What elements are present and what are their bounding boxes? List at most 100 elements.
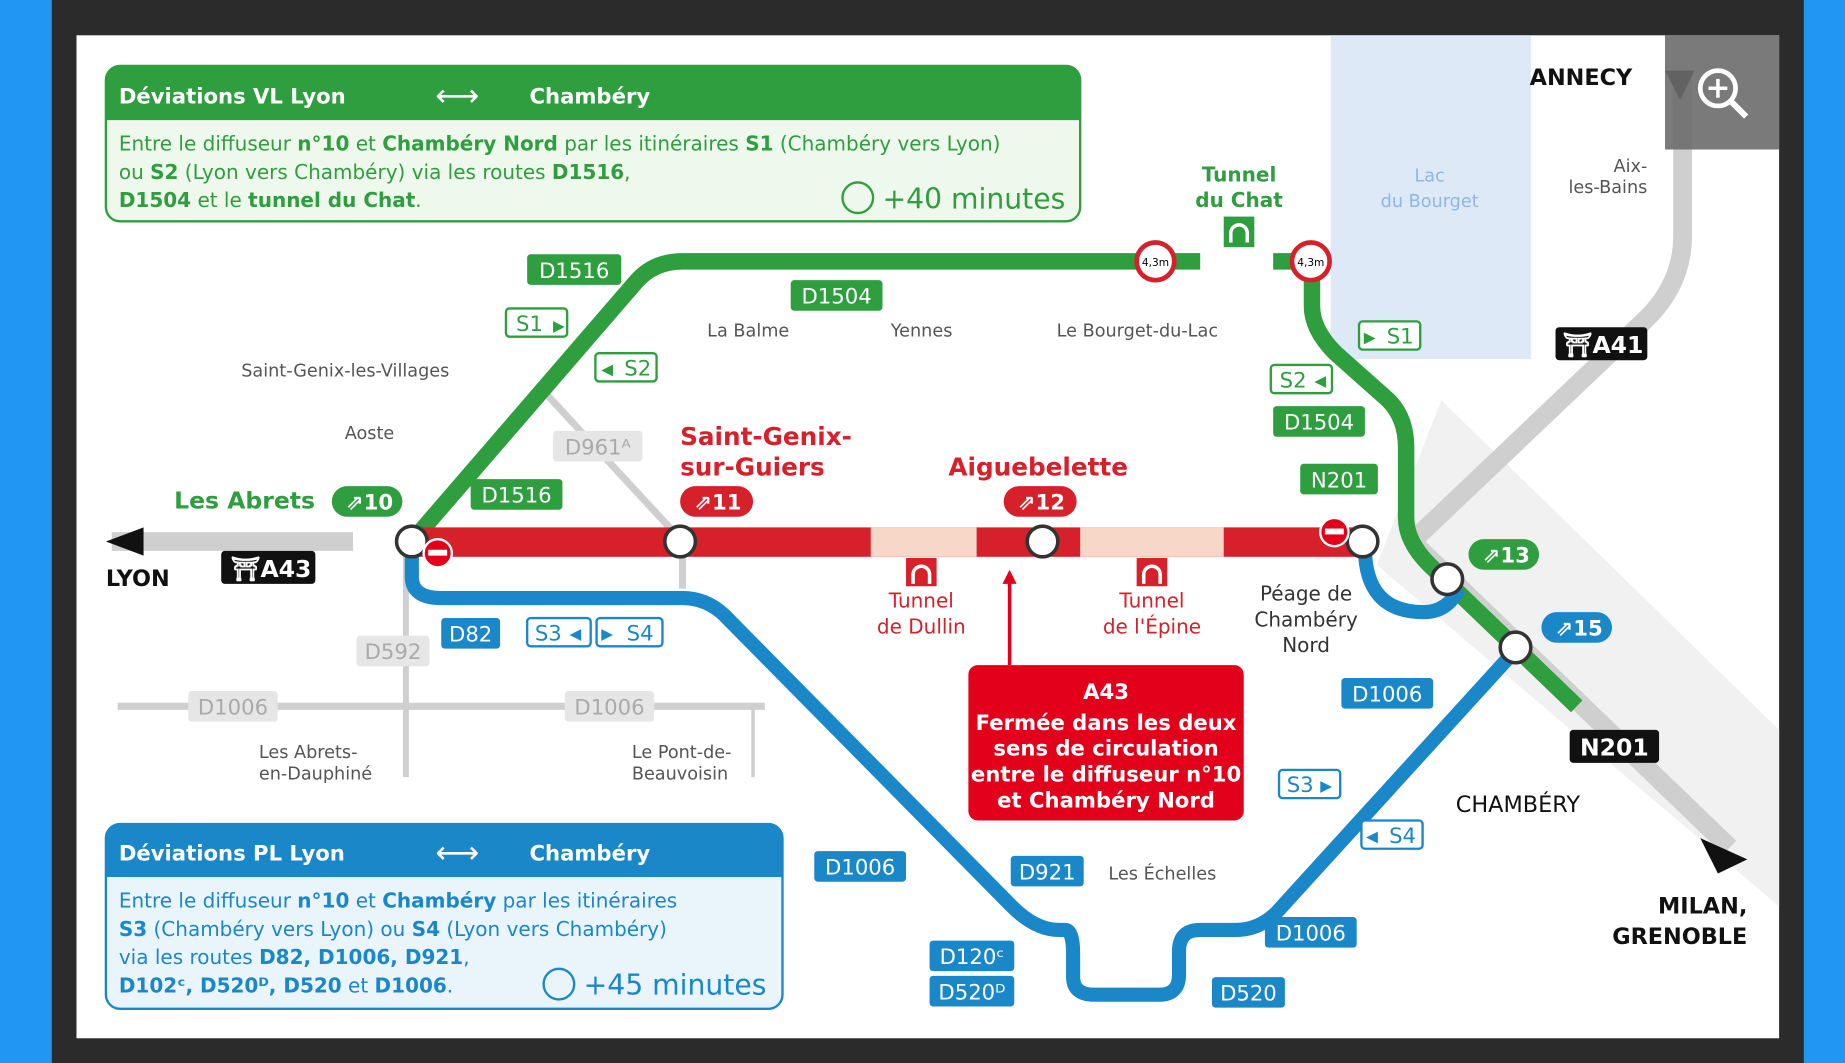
svg-text:▶: ▶ (1364, 329, 1376, 347)
bidirectional-arrow-icon: ⟷ (435, 79, 479, 114)
tunnel-dullin-segment (870, 527, 977, 557)
svg-text:GRENOBLE: GRENOBLE (1612, 924, 1747, 950)
height-limit-icon: 4,3m 4,3m (1134, 240, 1332, 283)
closure-notice: A43 Fermée dans les deux sens de circula… (968, 665, 1244, 821)
svg-text:via les routes D82, D1006, D92: via les routes D82, D1006, D921, (119, 945, 470, 969)
milan-direction-icon (1700, 838, 1748, 874)
peage-loop (1357, 547, 1466, 620)
blue-route-badges: D82 D1006 D1006 D921 D1006 D120ᶜ D520ᴰ D… (441, 616, 1434, 1008)
svg-text:et Chambéry Nord: et Chambéry Nord (997, 788, 1215, 813)
svg-text:D520: D520 (1220, 981, 1277, 1006)
delay-time: +40 minutes (882, 182, 1065, 215)
svg-text:S3: S3 (1287, 772, 1314, 797)
svg-text:de Dullin: de Dullin (877, 614, 966, 638)
svg-text:en-Dauphiné: en-Dauphiné (259, 764, 372, 784)
clock-icon (841, 181, 875, 215)
svg-text:◀: ◀ (1366, 828, 1378, 846)
svg-text:entre le diffuseur n°10: entre le diffuseur n°10 (971, 762, 1241, 787)
svg-text:Le Pont-de-: Le Pont-de- (632, 743, 732, 763)
svg-text:Saint-Genix-les-Villages: Saint-Genix-les-Villages (241, 362, 449, 382)
svg-text:D1504 et le tunnel du Chat.: D1504 et le tunnel du Chat. (119, 188, 422, 212)
arrow-icon (1002, 569, 1017, 584)
svg-text:D1006: D1006 (825, 855, 895, 880)
svg-text:D921: D921 (1019, 859, 1076, 884)
svg-text:◀: ◀ (1314, 372, 1326, 390)
svg-text:La Balme: La Balme (707, 322, 789, 342)
svg-text:Chambéry: Chambéry (529, 84, 650, 109)
svg-text:Tunnel: Tunnel (1202, 162, 1277, 186)
svg-text:de l'Épine: de l'Épine (1103, 614, 1201, 638)
svg-text:⛩A41: ⛩A41 (1563, 331, 1644, 359)
svg-text:D1006: D1006 (1352, 682, 1422, 707)
svg-text:N201: N201 (1311, 467, 1367, 492)
svg-text:S3 (Chambéry vers Lyon) ou S4: S3 (Chambéry vers Lyon) ou S4 (Lyon vers… (119, 917, 667, 941)
svg-text:Les Échelles: Les Échelles (1108, 862, 1216, 884)
lake-label: Lac (1414, 166, 1444, 186)
svg-text:A43: A43 (1083, 679, 1129, 704)
svg-text:S1: S1 (1387, 324, 1414, 349)
svg-text:4,3m: 4,3m (1297, 257, 1324, 269)
exit-badges: ⇗10 ⇗11 ⇗12 ⇗13 ⇗15 (331, 486, 1613, 643)
svg-text:D82: D82 (449, 622, 492, 647)
blue-route (404, 553, 1524, 1002)
svg-text:Les Abrets-: Les Abrets- (259, 743, 358, 763)
svg-text:Le Bourget-du-Lac: Le Bourget-du-Lac (1057, 322, 1218, 342)
svg-text:D520ᴰ: D520ᴰ (938, 979, 1005, 1004)
tunnel-du-chat-segment (1200, 250, 1274, 272)
svg-text:D1006: D1006 (1276, 921, 1346, 946)
svg-text:Péage de: Péage de (1260, 581, 1352, 605)
zoom-in-button[interactable] (1664, 35, 1780, 150)
svg-text:D1516: D1516 (481, 483, 551, 508)
svg-text:Entre le diffuseur n°10 et Cha: Entre le diffuseur n°10 et Chambéry Nord… (119, 132, 1001, 156)
svg-text:D1006: D1006 (574, 695, 644, 720)
corridor-shade (1376, 400, 1780, 907)
svg-text:⇗15: ⇗15 (1556, 616, 1603, 641)
bidirectional-arrow-icon: ⟷ (435, 836, 479, 871)
zoom-in-icon (1697, 68, 1738, 109)
svg-text:Chambéry: Chambéry (529, 841, 650, 866)
svg-text:S4: S4 (1389, 823, 1416, 848)
svg-text:ou S2 (Lyon vers Chambéry) via: ou S2 (Lyon vers Chambéry) via les route… (119, 160, 631, 184)
svg-text:D592: D592 (365, 639, 422, 664)
svg-text:du Chat: du Chat (1195, 188, 1283, 212)
svg-text:D1504: D1504 (1284, 410, 1354, 435)
svg-text:MILAN,: MILAN, (1658, 893, 1747, 919)
svg-text:D961ᴬ: D961ᴬ (565, 434, 632, 459)
place-labels: LYON ANNECY Aix- les-Bains MILAN, GRENOB… (106, 65, 1747, 950)
svg-text:Tunnel: Tunnel (888, 588, 954, 612)
svg-text:les-Bains: les-Bains (1568, 178, 1647, 198)
svg-text:N201: N201 (1580, 734, 1649, 762)
svg-text:Fermée dans les deux: Fermée dans les deux (976, 710, 1237, 735)
svg-text:⇗13: ⇗13 (1483, 543, 1530, 568)
svg-text:▶: ▶ (1320, 777, 1332, 795)
tunnel-icon (906, 216, 1255, 587)
secondary-road-badges: D961ᴬ D592 D1006 D1006 (188, 430, 655, 722)
svg-text:◀: ◀ (570, 625, 582, 643)
svg-text:CHAMBÉRY: CHAMBÉRY (1456, 790, 1581, 818)
svg-text:S4: S4 (627, 620, 654, 645)
interchange-icons (394, 524, 1533, 665)
svg-text:Les Abrets: Les Abrets (174, 487, 315, 515)
svg-text:Nord: Nord (1282, 633, 1330, 657)
svg-text:S1: S1 (516, 311, 543, 336)
svg-text:D102ᶜ, D520ᴰ, D520 et D1006.: D102ᶜ, D520ᴰ, D520 et D1006. (119, 973, 453, 997)
svg-text:Saint-Genix-: Saint-Genix- (680, 422, 852, 451)
svg-text:Entre le diffuseur n°10 et Cha: Entre le diffuseur n°10 et Chambéry par … (119, 889, 677, 913)
svg-text:▶: ▶ (553, 317, 565, 335)
motorway-badges: ⛩A43 ⛩A41 N201 (221, 327, 1660, 763)
svg-text:sur-Guiers: sur-Guiers (680, 453, 825, 482)
green-route-badges: D1516 D1516 D1504 D1504 N201 S1▶ S2◀ S1▶… (470, 254, 1422, 510)
svg-text:S2: S2 (624, 356, 651, 381)
panel-title: Déviations PL Lyon (119, 841, 345, 866)
svg-text:D1006: D1006 (198, 695, 268, 720)
vl-deviation-panel: Déviations VL Lyon ⟷ Chambéry Entre le d… (104, 64, 1082, 223)
svg-text:Aoste: Aoste (345, 424, 395, 444)
svg-text:⇗10: ⇗10 (346, 490, 393, 515)
delay-time: +45 minutes (584, 969, 767, 1002)
panel-title: Déviations VL Lyon (119, 84, 346, 109)
lake-label: du Bourget (1381, 192, 1479, 212)
svg-text:Tunnel: Tunnel (1118, 588, 1184, 612)
svg-text:Aiguebelette: Aiguebelette (948, 453, 1128, 482)
svg-text:S2: S2 (1280, 367, 1307, 392)
